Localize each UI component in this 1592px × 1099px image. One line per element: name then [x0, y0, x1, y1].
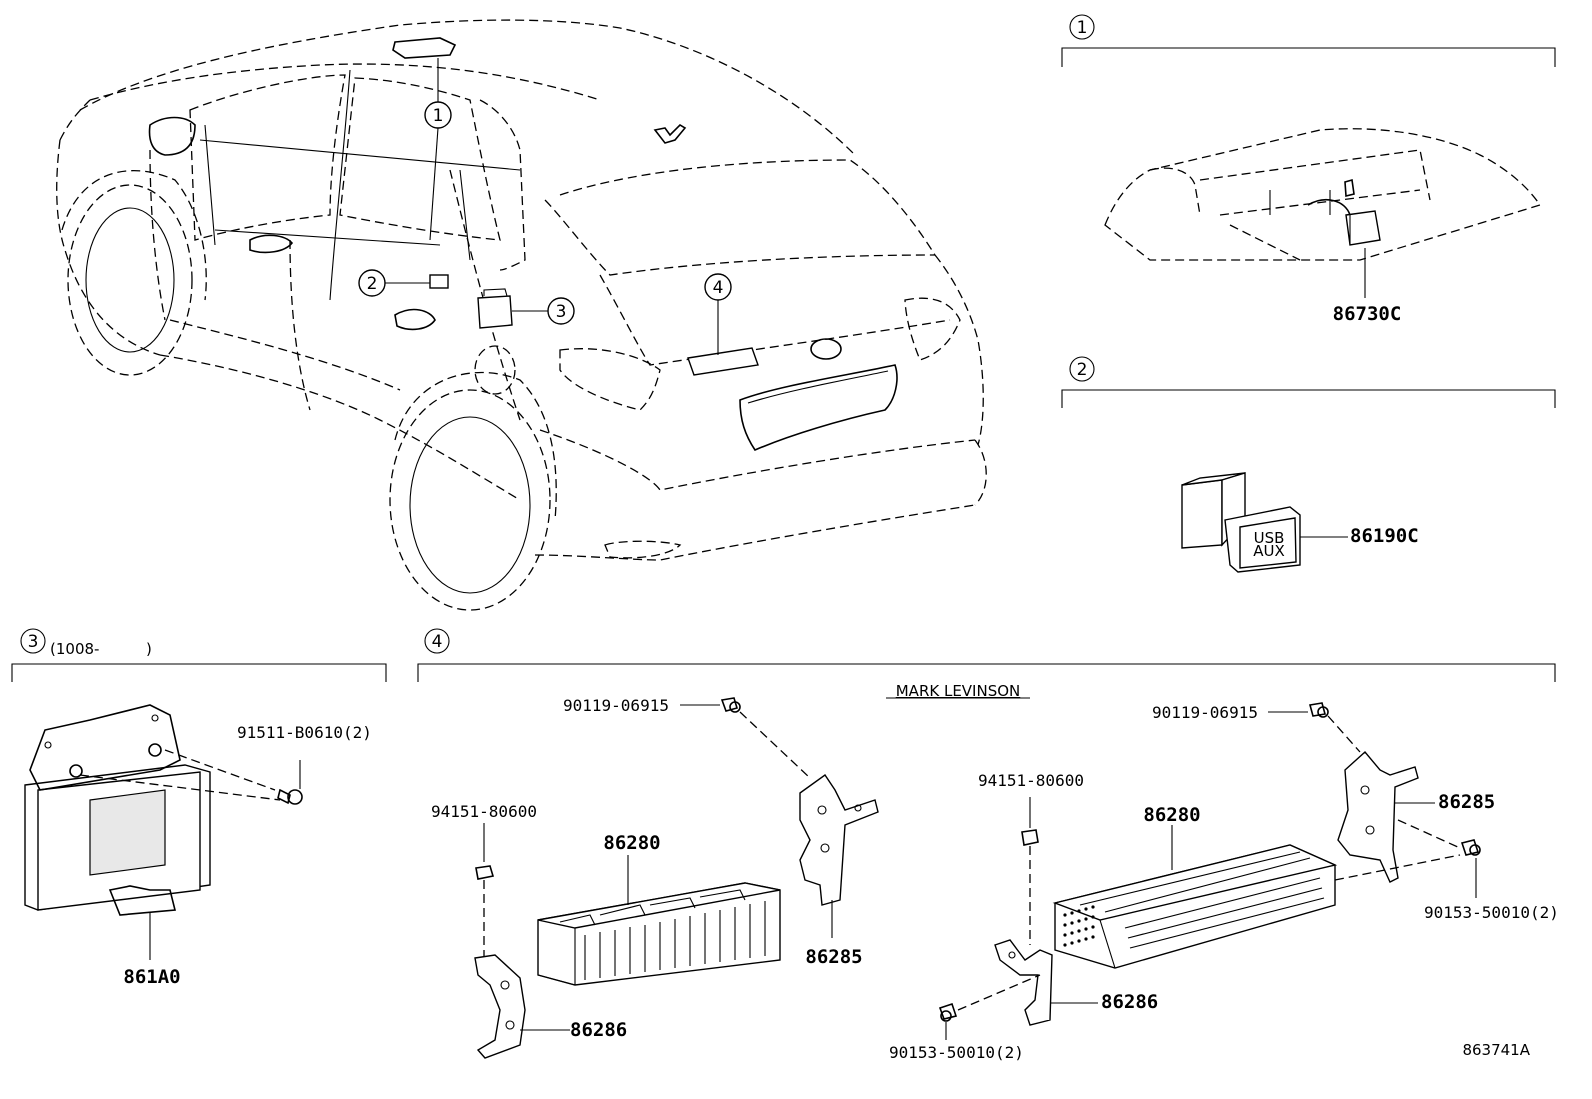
right-part-86285: 86285 [1438, 791, 1495, 813]
right-part-86280: 86280 [1143, 804, 1200, 826]
right-part-90153-50010-l: 90153-50010(2) [889, 1043, 1024, 1062]
callout-1: 1 [424, 101, 452, 129]
right-part-90119-06915: 90119-06915 [1152, 703, 1258, 722]
right-part-94151-80600: 94151-80600 [978, 771, 1084, 790]
callout-1-label: 1 [433, 106, 444, 126]
callout-3-label: 3 [556, 302, 567, 322]
callout-4-label: 4 [713, 278, 724, 298]
right-part-90153-50010-r: 90153-50010(2) [1424, 903, 1559, 922]
section-1: 1 86730C [1061, 14, 1556, 325]
section-3-date: (1008- [50, 640, 99, 658]
section-3-date-close: ) [146, 640, 152, 658]
vehicle-illustration [56, 19, 987, 611]
right-part-86286: 86286 [1101, 991, 1158, 1013]
left-part-90119-06915: 90119-06915 [563, 696, 669, 715]
usb-aux-jack-illustration: USB AUX [1181, 472, 1348, 573]
part-86730C: 86730C [1333, 303, 1402, 325]
left-part-86285: 86285 [805, 946, 862, 968]
left-amplifier-illustration [474, 697, 879, 1059]
aux-label: AUX [1253, 542, 1285, 560]
callout-3: 3 [547, 297, 575, 325]
left-part-86286: 86286 [570, 1019, 627, 1041]
section-3: 3 (1008- ) 91511-B0610(2) 861A0 [11, 628, 387, 988]
diagram-id: 863741A [1462, 1041, 1530, 1059]
section-4-number: 4 [432, 632, 443, 652]
section-1-number: 1 [1077, 18, 1088, 38]
left-part-86280: 86280 [603, 832, 660, 854]
callout-2-label: 2 [367, 274, 378, 294]
control-module-illustration [24, 704, 303, 960]
left-part-94151-80600: 94151-80600 [431, 802, 537, 821]
roof-console-illustration [1104, 128, 1542, 298]
section-2-number: 2 [1077, 360, 1088, 380]
section-2: 2 USB AUX 86190C [1061, 356, 1556, 573]
callout-4: 4 [704, 273, 732, 301]
usb-label: USB [1254, 529, 1285, 547]
callout-2: 2 [358, 269, 386, 297]
part-86190C: 86190C [1350, 525, 1419, 547]
section-4: 4 MARK LEVINSON [417, 628, 1559, 1062]
part-91511-B0610: 91511-B0610(2) [237, 723, 372, 742]
mark-levinson-caption: MARK LEVINSON [896, 682, 1021, 700]
section-3-number: 3 [28, 632, 39, 652]
part-861A0: 861A0 [123, 966, 180, 988]
right-amplifier-illustration [938, 702, 1481, 1040]
